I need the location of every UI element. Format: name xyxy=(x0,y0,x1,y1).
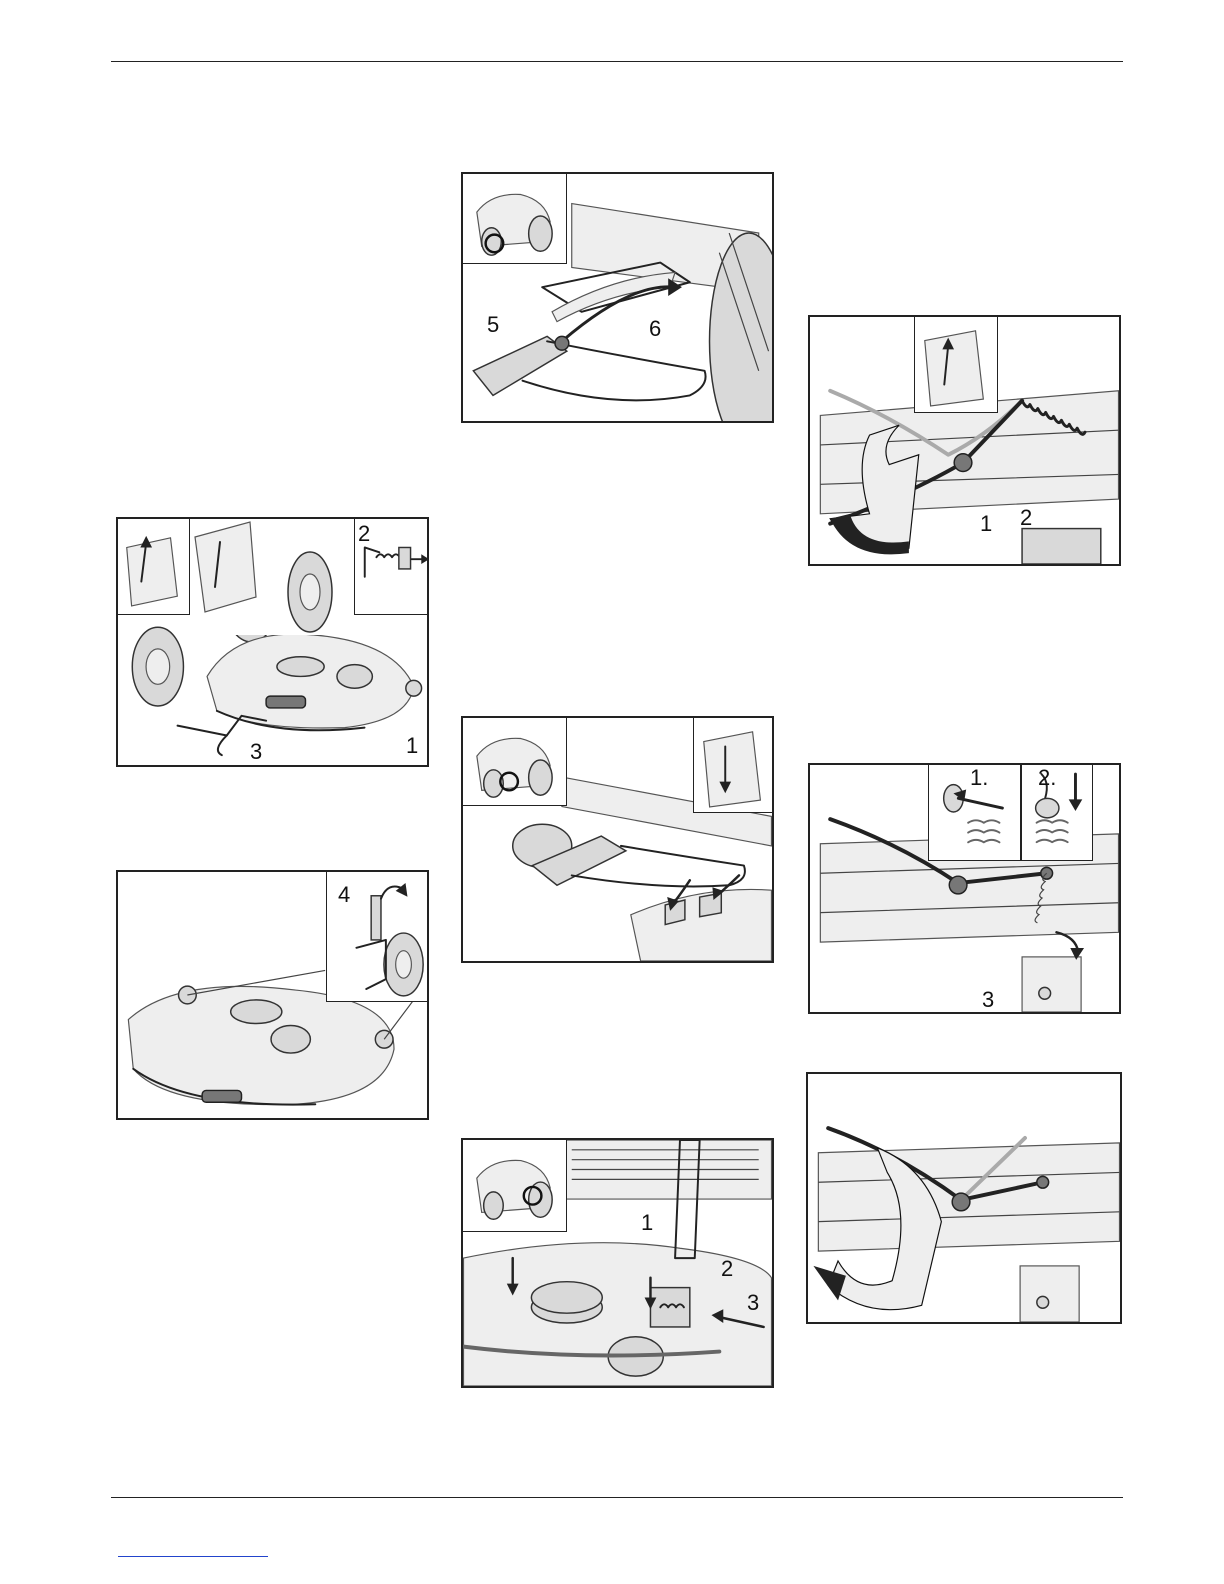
tractor-icon xyxy=(462,717,566,805)
callout-label: 1 xyxy=(406,735,418,757)
arrow-icon xyxy=(1022,764,1092,860)
lever-inset xyxy=(914,315,998,413)
figure-hitch-connect: 5 6 xyxy=(461,172,774,423)
callout-label: 3 xyxy=(982,989,994,1011)
callout-label: 4 xyxy=(338,884,350,906)
tractor-lever-inset xyxy=(190,517,340,635)
callout-label: 1 xyxy=(980,513,992,535)
footer-rule xyxy=(111,1497,1123,1498)
header-rule xyxy=(111,61,1123,62)
lever-icon xyxy=(117,518,189,614)
figure-lift-rod: 1 2 xyxy=(808,315,1121,566)
tractor-locator-inset xyxy=(461,716,567,806)
tractor-icon xyxy=(462,173,566,263)
figure-belt-spring: 1 2 3 xyxy=(461,1138,774,1388)
tractor-icon xyxy=(462,1139,566,1231)
footer-link xyxy=(118,1556,268,1557)
callout-label: 3 xyxy=(747,1292,759,1314)
callout-label: 2 xyxy=(1020,507,1032,529)
tractor-locator-inset xyxy=(461,1138,567,1232)
figure-deck-install: 2 1 3 xyxy=(116,517,429,767)
lever-icon xyxy=(915,316,997,412)
callout-label: 6 xyxy=(649,318,661,340)
tractor-icon xyxy=(190,517,340,635)
lever-icon xyxy=(694,717,774,812)
figure-hitch-bracket xyxy=(461,716,774,963)
clip-inset xyxy=(1021,763,1093,861)
lift-rod-lower-illustration xyxy=(808,1074,1120,1322)
figure-spring-pin: 1. 2. 3 xyxy=(808,763,1121,1014)
callout-label: 2 xyxy=(358,523,370,545)
figure-gauge-wheel: 4 xyxy=(116,870,429,1120)
callout-label: 5 xyxy=(487,314,499,336)
callout-label: 3 xyxy=(250,741,262,763)
callout-label: 2 xyxy=(721,1258,733,1280)
callout-label: 2. xyxy=(1038,767,1056,789)
callout-label: 1 xyxy=(641,1212,653,1234)
lever-inset xyxy=(693,716,774,813)
tractor-locator-inset xyxy=(461,172,567,264)
callout-label: 1. xyxy=(970,767,988,789)
lever-inset xyxy=(116,517,190,615)
figure-lift-rod-lower xyxy=(806,1072,1122,1324)
